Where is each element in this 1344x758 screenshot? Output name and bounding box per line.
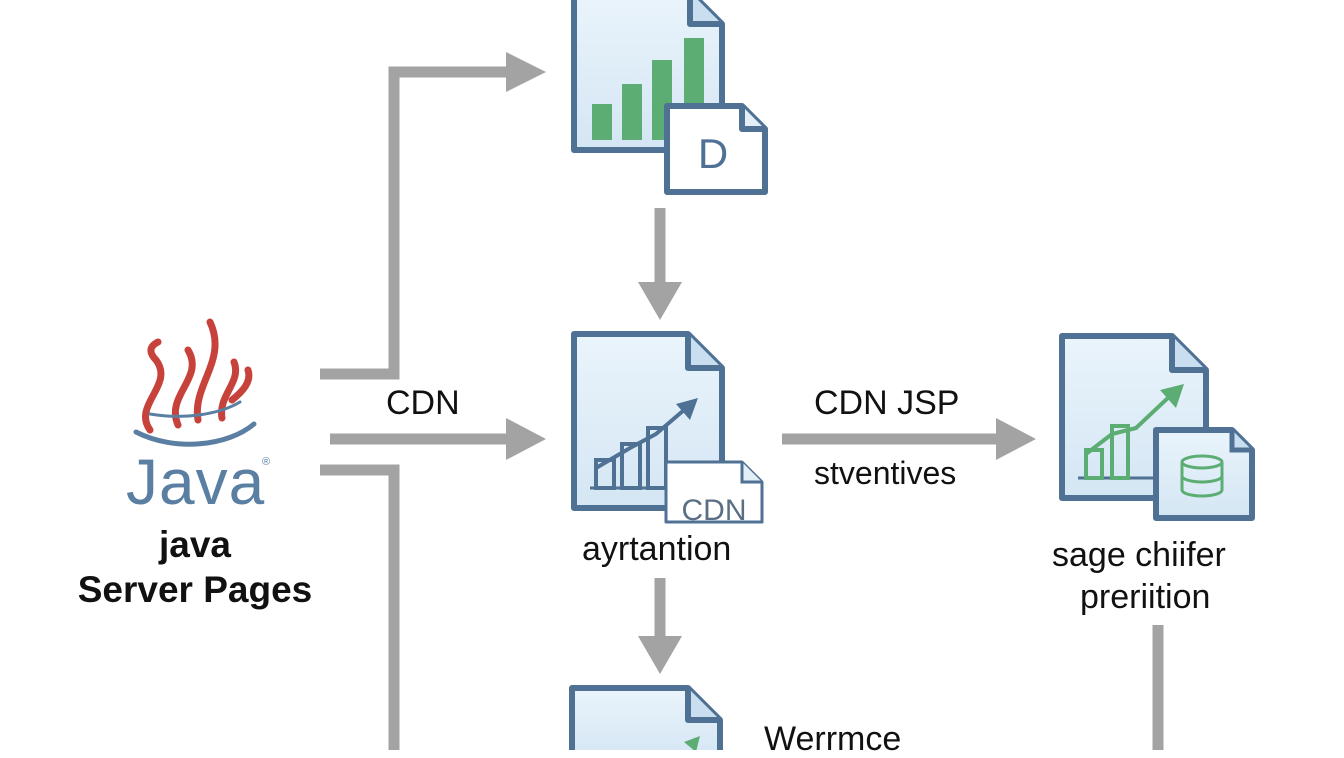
edge-label-stventives: stventives — [814, 455, 957, 491]
top-doc-badge-letter: D — [698, 130, 728, 177]
arrowhead-down-icon — [638, 282, 682, 320]
jsp-title-line1: java — [158, 524, 231, 565]
java-registered-mark: ® — [262, 456, 271, 468]
top-document-icon: D — [571, 0, 768, 195]
right-doc-label-line2: preriition — [1080, 578, 1211, 616]
right-doc-label-line1: sage chiifer — [1052, 536, 1226, 574]
middle-document-badge-icon: CDN — [664, 460, 764, 527]
java-wordmark: Java — [126, 446, 266, 518]
arrowheads — [506, 52, 1036, 674]
connectors — [320, 66, 1164, 750]
database-badge-icon — [1153, 427, 1255, 521]
edge-label-cdn-jsp: CDN JSP — [814, 384, 960, 422]
right-document-icon — [1059, 333, 1255, 521]
arrowhead-down-icon — [638, 636, 682, 674]
java-server-pages-title: java Server Pages — [60, 522, 330, 612]
java-logo-icon — [133, 318, 257, 447]
bottom-doc-label: Werrmce — [764, 720, 902, 758]
edge-label-cdn: CDN — [386, 384, 460, 422]
arrowhead-right-icon — [506, 52, 546, 92]
jsp-title-line2: Server Pages — [77, 569, 313, 611]
connector-down-left — [320, 464, 400, 750]
middle-document-icon: CDN — [571, 331, 764, 527]
top-document-badge-icon: D — [664, 103, 768, 195]
middle-doc-badge-text: CDN — [682, 494, 747, 527]
arrowhead-right-icon — [996, 418, 1036, 460]
middle-doc-label: ayrtantion — [582, 530, 732, 568]
arrowhead-right-icon — [506, 418, 546, 460]
connector-to-top-doc — [320, 66, 512, 380]
bottom-document-icon — [569, 685, 723, 750]
